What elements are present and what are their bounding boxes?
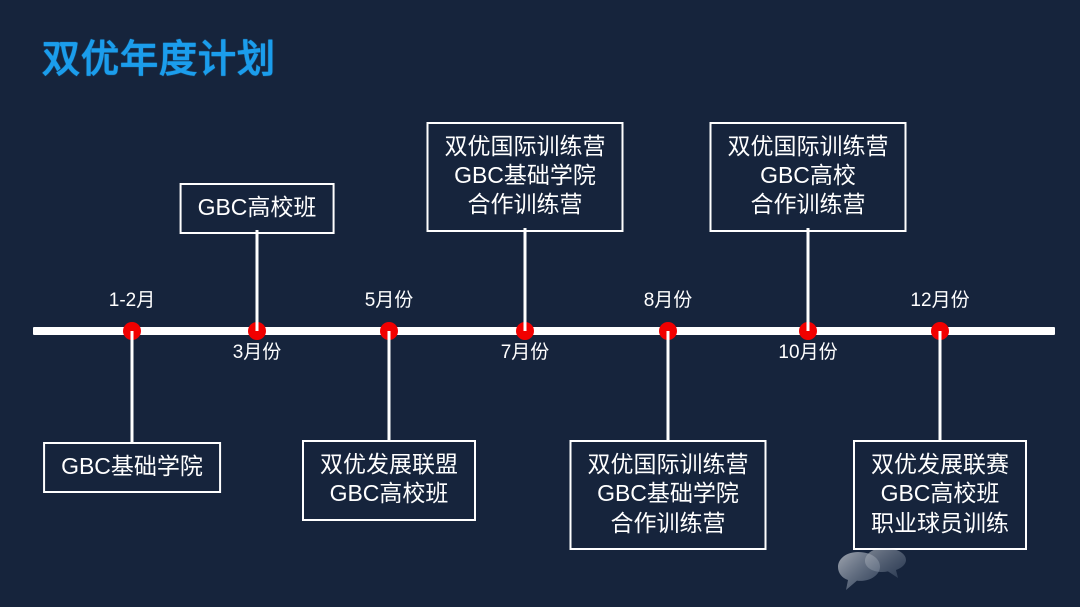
month-label-m3: 5月份 [364,290,414,311]
connector-stem [938,331,942,440]
event-box-m2[interactable]: GBC高校班 [179,182,335,234]
connector-stem [806,228,810,331]
connector-stem [666,331,670,440]
month-label-m6: 10月份 [778,342,838,363]
event-box-line: 职业球员训练 [871,509,1009,536]
timeline-dot[interactable] [248,322,266,340]
event-box-line: GBC基础学院 [597,480,739,507]
event-box-line: 合作训练营 [750,191,866,218]
event-box-line: 双优国际训练营 [587,451,749,477]
connector-stem [387,331,391,440]
month-label-m4: 7月份 [500,342,550,363]
event-box-line: 合作训练营 [467,191,583,218]
timeline-axis [33,327,1055,335]
event-box-m5[interactable]: 双优国际训练营 GBC基础学院合作训练营 [569,440,767,551]
timeline-dot[interactable] [799,322,817,340]
connector-stem [130,331,134,442]
timeline-dot[interactable] [516,322,534,340]
month-label-m1: 1-2月 [108,290,156,311]
month-label-m7: 12月份 [910,290,970,311]
event-box-line: GBC基础学院 [61,453,203,479]
month-label-m2: 3月份 [232,342,282,363]
event-box-line: GBC高校班 [329,480,449,507]
page-title: 双优年度计划 [42,39,277,81]
event-box-line: 合作训练营 [610,509,726,536]
event-box-line: 双优国际训练营 [444,132,606,159]
event-box-m3[interactable]: 双优发展联盟 GBC高校班 [302,440,476,521]
event-box-line: GBC高校 [760,161,856,188]
event-box-m1[interactable]: GBC基础学院 [43,442,221,494]
speech-bubble-icon [838,548,906,590]
event-box-line: 双优发展联盟 [320,451,458,477]
connector-stem [523,228,527,331]
event-box-line: GBC高校班 [880,480,1000,507]
event-box-line: GBC高校班 [197,193,317,220]
month-label-m5: 8月份 [643,290,693,311]
event-box-line: 双优发展联赛 [871,451,1009,477]
event-box-line: GBC基础学院 [454,161,596,188]
event-box-line: 双优国际训练营 [727,132,889,159]
event-box-m7[interactable]: 双优发展联赛 GBC高校班职业球员训练 [853,440,1027,551]
connector-stem [255,230,259,331]
